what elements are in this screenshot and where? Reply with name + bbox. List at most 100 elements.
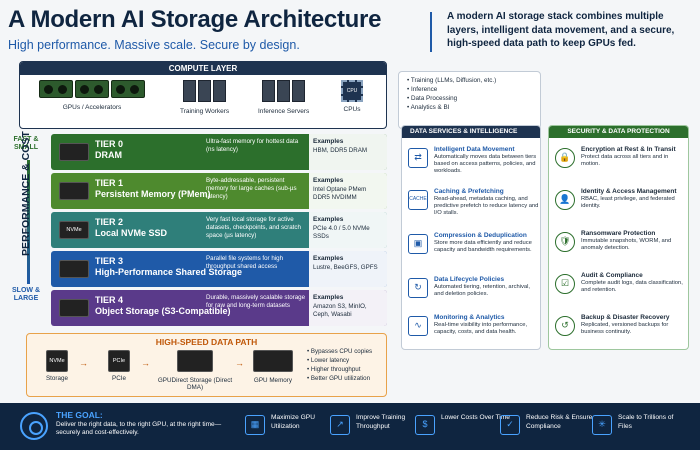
compute-item-cpus: CPU CPUs [341,80,363,113]
tier-examples-text: Intel Optane PMem DDR5 NVDIMM [313,186,367,201]
tier-examples-label: Examples [313,255,344,262]
arrow-right-icon: → [79,358,88,368]
service-description: Store more data efficiently and reduce c… [434,240,532,254]
tier-examples-text: Amazon S3, MinIO, Ceph, Wasabi [313,303,367,318]
data-path-benefits: Bypasses CPU copies Lower latency Higher… [307,348,372,384]
pcie-chip-icon: PCIe [108,350,130,372]
memory-module-icon [59,182,89,200]
compute-item-inference: Inference Servers [258,80,309,115]
service-item: ▣ Compression & Deduplication Store more… [408,232,538,272]
goal-title: THE GOAL: [56,410,103,420]
trend-up-icon: ↗ [330,415,350,435]
goal-item-label: Maximize GPU Utilization [271,414,315,430]
security-item: 🔒 Encryption at Rest & In Transit Protec… [555,146,686,186]
tier-examples-label: Examples [313,138,344,145]
goal-item-label: Reduce Risk & Ensure Compliance [526,414,593,430]
data-movement-icon: ⇄ [408,148,428,168]
service-description: Read-ahead, metadata caching, and predic… [434,196,539,217]
security-panel: SECURITY & DATA PROTECTION 🔒 Encryption … [548,125,689,350]
gpu-card-icon [253,350,293,372]
service-description: Automatically moves data between tiers b… [434,154,537,175]
tier-number: TIER 1 [95,178,124,188]
compute-layer-panel: COMPUTE LAYER GPUs / Accelerators Traini… [19,61,387,129]
tier-description: Durable, massively scalable storage for … [206,294,306,309]
axis-arrow [27,160,30,284]
tier-number: TIER 4 [95,295,124,305]
service-item: CACHE Caching & Prefetching Read-ahead, … [408,188,538,228]
tier-examples-text: HBM, DDR5 DRAM [313,147,367,155]
list-item: Lower latency [307,357,372,366]
compute-workloads-list: Training (LLMs, Diffusion, etc.) Inferen… [398,71,541,129]
security-item-description: Immutable snapshots, WORM, and anomaly d… [581,238,672,252]
tier-name: Persistent Memory (PMem) [95,189,211,199]
data-path-gpudirect: GPUDirect Storage (Direct DMA) [155,350,235,391]
tier-description: Parallel file systems for high throughpu… [206,255,284,270]
security-item-description: Protect data across all tiers and in mot… [581,154,669,168]
security-item: 🛡 Ransomware Protection Immutable snapsh… [555,230,686,270]
checklist-icon: ☑ [555,274,575,294]
goal-item-label: Scale to Trillions of Files [618,414,674,430]
list-item: Higher throughput [307,366,372,375]
compute-item-label: CPUs [343,106,361,113]
service-title: Intelligent Data Movement [434,146,515,153]
tier-examples-label: Examples [313,294,344,301]
list-item: Training (LLMs, Diffusion, etc.) [407,76,536,85]
dollar-icon: $ [415,415,435,435]
axis-label: PERFORMANCE & COST [20,131,32,256]
data-path-storage: NVMe Storage [37,350,77,382]
list-item: Bypasses CPU copies [307,348,372,357]
compute-item-training: Training Workers [180,80,229,115]
axis-top-label: FAST & SMALL [13,136,39,152]
security-item-description: RBAC, least privilege, and federated ide… [581,196,675,210]
tier-number: TIER 2 [95,217,124,227]
tier-examples-label: Examples [313,177,344,184]
security-title: SECURITY & DATA PROTECTION [549,126,688,138]
data-path-label: PCIe [112,375,126,382]
data-path-panel: HIGH-SPEED DATA PATH NVMe Storage → PCIe… [26,333,387,397]
data-path-label: GPU Memory [253,377,293,384]
list-item: Data Processing [407,94,536,103]
data-path-label: GPUDirect Storage (Direct DMA) [157,377,233,391]
gpu-chip-icon: ▦ [245,415,265,435]
tier-4: TIER 4 Object Storage (S3-Compatible) Du… [51,290,387,326]
compute-item-gpus: GPUs / Accelerators [38,80,146,111]
service-item: ⇄ Intelligent Data Movement Automaticall… [408,146,538,186]
security-item: ☑ Audit & Compliance Complete audit logs… [555,272,686,312]
storage-array-icon [59,260,89,278]
security-item-title: Backup & Disaster Recovery [581,314,670,321]
tier-name: DRAM [95,150,122,160]
monitoring-icon: ∿ [408,316,428,336]
server-rack-icon [258,80,309,104]
service-item: ↻ Data Lifecycle Policies Automated tier… [408,276,538,316]
object-storage-icon [59,299,89,317]
security-item-title: Identity & Access Management [581,188,677,195]
data-services-panel: DATA SERVICES & INTELLIGENCE ⇄ Intellige… [401,125,541,350]
security-item-title: Audit & Compliance [581,272,643,279]
data-services-title: DATA SERVICES & INTELLIGENCE [402,126,540,138]
list-item: Inference [407,85,536,94]
tier-name: Local NVMe SSD [95,228,168,238]
tier-examples-label: Examples [313,216,344,223]
tier-0: TIER 0 DRAM Ultra-fast memory for hottes… [51,134,387,170]
security-item-description: Complete audit logs, data classification… [581,280,683,294]
tier-number: TIER 3 [95,256,124,266]
tier-examples-text: Lustre, BeeGFS, GPFS [313,264,378,272]
security-item-title: Encryption at Rest & In Transit [581,146,676,153]
compute-layer-title: COMPUTE LAYER [20,62,386,75]
compute-item-label: GPUs / Accelerators [62,104,122,111]
service-description: Real-time visibility into performance, c… [434,322,528,336]
cache-icon: CACHE [408,190,428,210]
service-title: Compression & Deduplication [434,232,527,239]
network-icon: ✳ [592,415,612,435]
data-path-label: Storage [45,375,69,382]
lock-icon: 🔒 [555,148,575,168]
tier-1: TIER 1 Persistent Memory (PMem) Byte-add… [51,173,387,209]
target-icon [20,412,48,440]
service-item: ∿ Monitoring & Analytics Real-time visib… [408,314,538,354]
footer-goal-bar: THE GOAL: Deliver the right data, to the… [0,403,700,450]
compute-item-label: Training Workers [180,108,230,115]
backup-icon: ↺ [555,316,575,336]
